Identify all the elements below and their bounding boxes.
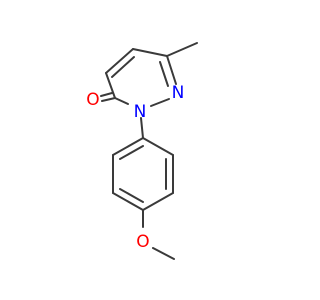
bond-carbonyl-b [100,92,113,97]
bond-n2-aryl [140,117,144,139]
pyridazinone-ring [105,48,177,107]
atom-label-nitrogen-2: N [134,102,147,122]
background [0,0,300,300]
bond-carbonyl-a [101,97,116,102]
atom-label-nitrogen-1: N [172,83,185,103]
bond-c3-c4 [105,48,134,74]
atom-labels: O N N O [86,83,184,252]
bond-c5-n1-inner [159,61,169,87]
bond-c3-c4-inner [111,56,135,78]
bond-ar4-ar5-inner [119,188,144,203]
bond-c4-c5 [132,48,168,57]
molecule-structure-drawing: O N N O [0,0,300,300]
methoxyphenyl-ring [112,137,175,260]
atom-label-ether-oxygen: O [136,232,149,252]
bond-ar6-ar1 [112,137,144,156]
bond-ar1-ar2 [142,137,174,156]
bond-oxygen-methyl [152,247,175,260]
atom-label-carbonyl-oxygen: O [86,90,99,110]
bond-c5-n1 [166,55,177,85]
bond-n1-n2 [150,98,170,107]
bond-ar3-ar4 [142,192,174,211]
bond-ar6-ar1-inner [119,145,144,160]
bond-c1-c3 [105,72,116,99]
substituent-bonds [100,42,198,139]
bond-methyl [166,42,198,57]
bond-ar4-ar5 [112,192,144,211]
bond-n2-c1 [114,97,129,105]
